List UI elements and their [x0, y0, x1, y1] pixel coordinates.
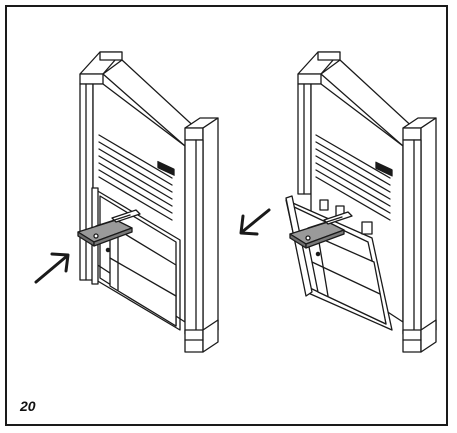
cabinet-right [285, 51, 437, 353]
pull-arrow [239, 208, 271, 236]
figure-number: 20 [20, 398, 36, 414]
cabinet-left [77, 51, 219, 353]
figure-frame [5, 5, 448, 426]
insert-arrow [34, 252, 70, 284]
